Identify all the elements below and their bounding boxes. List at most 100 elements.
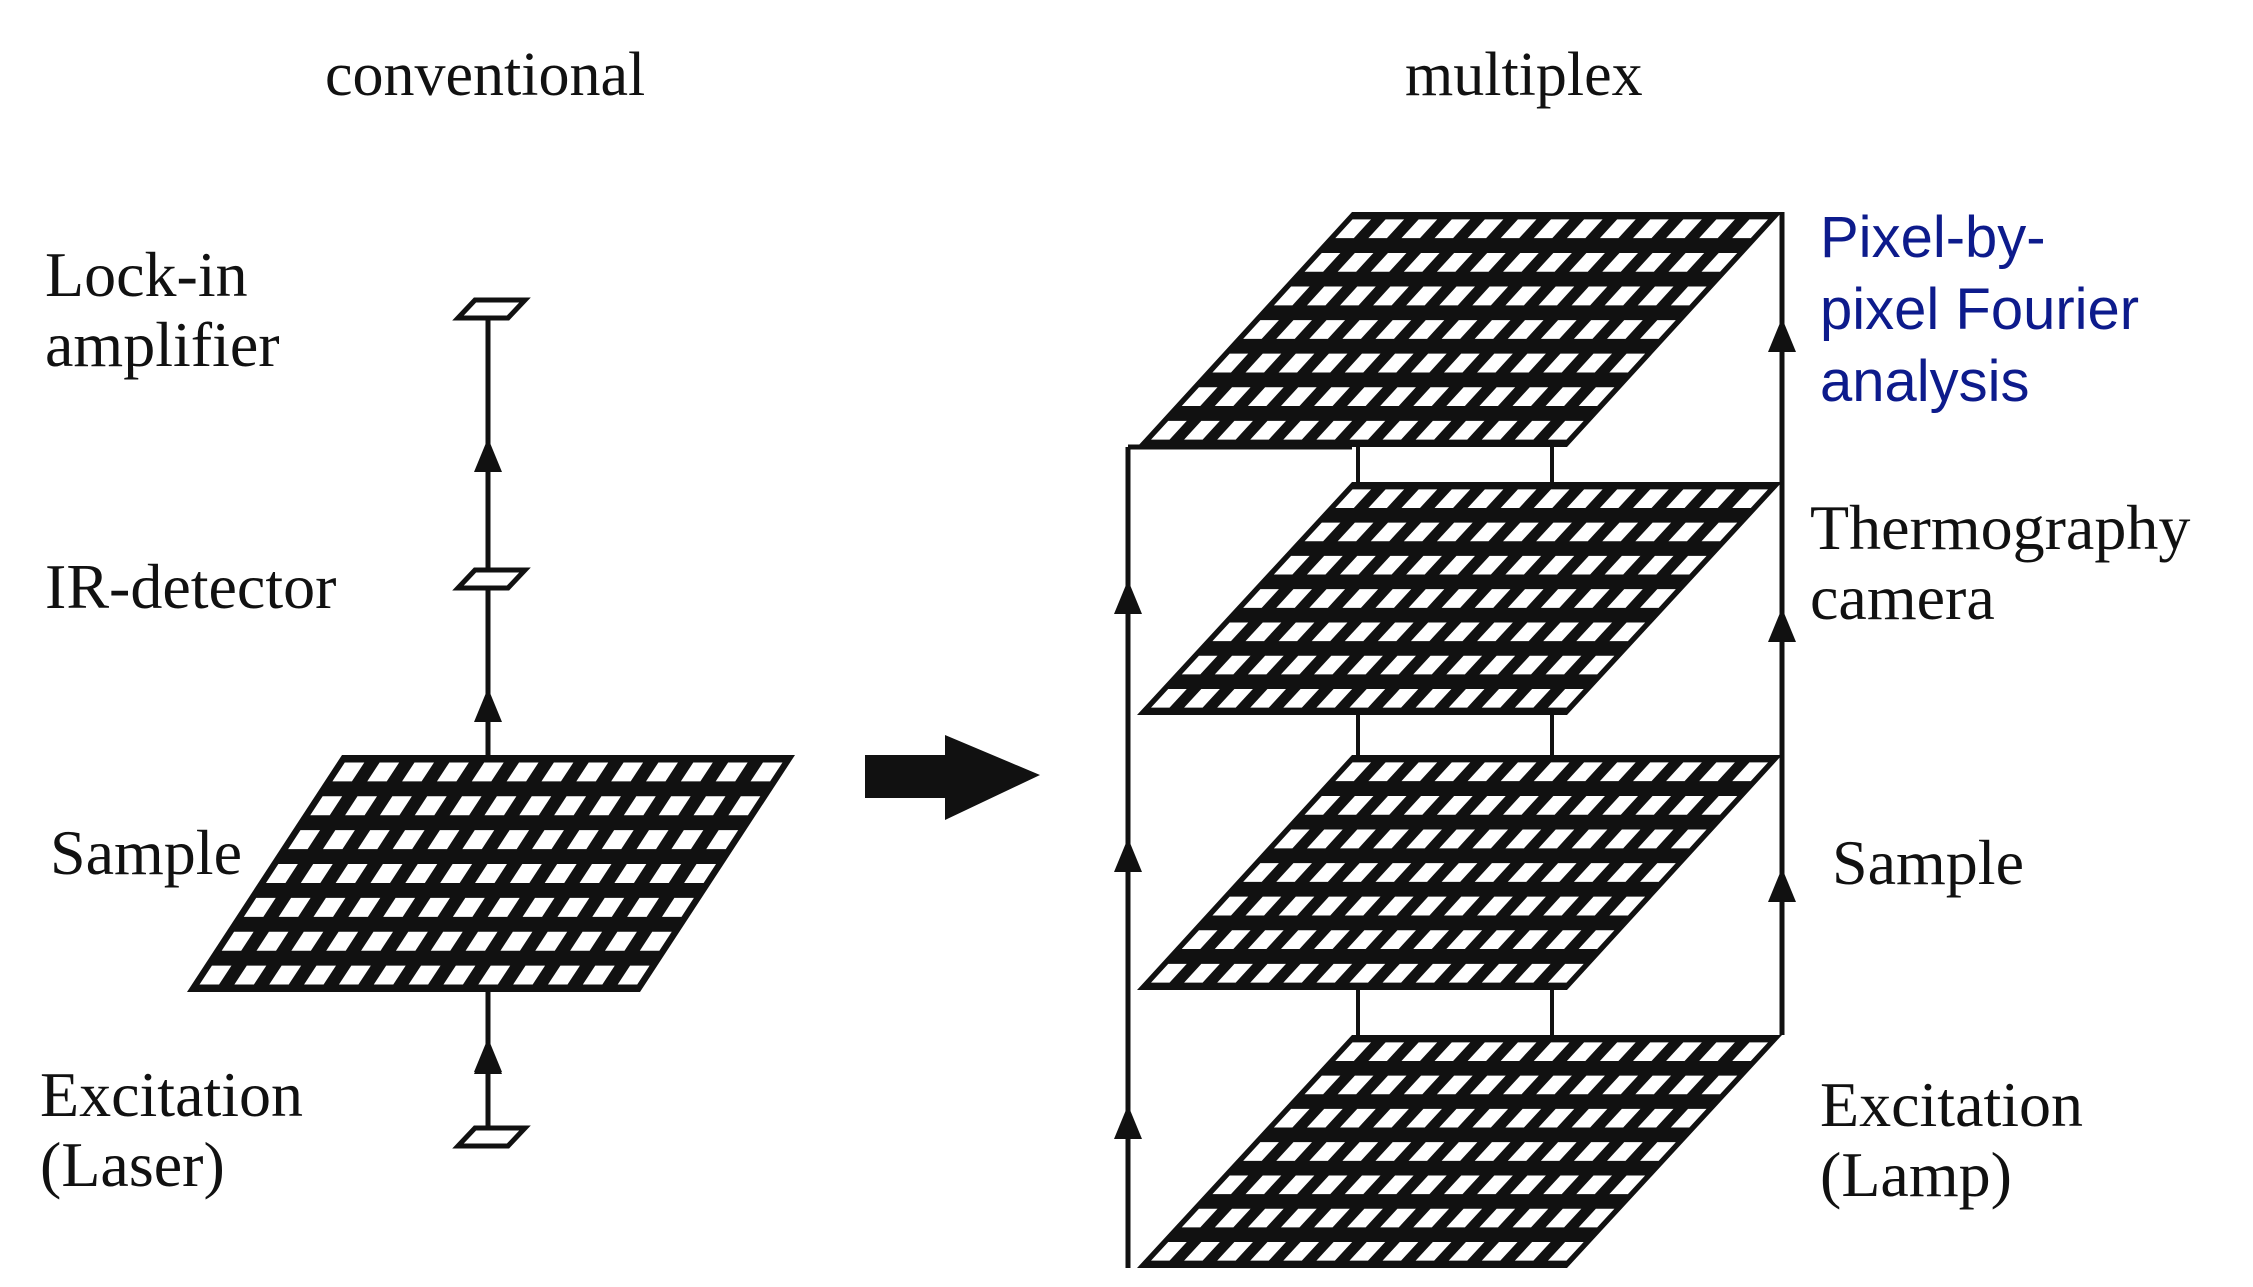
conventional-sample-grid-cell xyxy=(649,864,682,883)
multiplex-title: multiplex xyxy=(1405,41,1643,109)
sample-grid-cell xyxy=(1573,863,1610,882)
lockin-line-2: amplifier xyxy=(45,309,280,380)
camera-line-2: camera xyxy=(1810,562,1995,633)
conventional-sample-grid-cell xyxy=(383,897,416,917)
fourier-grid-cell xyxy=(1342,320,1379,339)
sample-grid-cell xyxy=(1640,863,1676,882)
lamp-excitation-label: Excitation (Lamp) xyxy=(1820,1070,2083,1210)
excitation-grid-cell xyxy=(1633,1042,1669,1061)
conventional-sample-grid-cell xyxy=(322,830,355,850)
camera-grid-cell xyxy=(1599,489,1636,508)
excitation-grid-cell xyxy=(1666,1042,1702,1061)
conventional-sample-grid-cell xyxy=(436,762,469,782)
stack-arrow-left-2 xyxy=(1114,838,1142,872)
conventional-sample-grid-cell xyxy=(395,931,428,951)
fourier-grid-cell xyxy=(1444,353,1480,373)
excitation-grid-cell xyxy=(1467,1042,1504,1061)
fourier-grid-cell xyxy=(1607,320,1643,339)
excitation-grid-cell xyxy=(1566,1042,1603,1061)
conventional-sample-grid-cell xyxy=(535,931,568,951)
camera-grid-cell xyxy=(1512,655,1549,675)
conventional-sample-grid-cell xyxy=(639,931,672,951)
sample-grid-cell xyxy=(1510,896,1546,916)
conventional-sample-grid-cell xyxy=(589,796,621,816)
lamp-line-2: (Lamp) xyxy=(1820,1139,2012,1210)
excitation-grid-cell xyxy=(1375,1142,1412,1161)
conventional-sample-grid-cell xyxy=(506,762,539,782)
sample-grid-cell xyxy=(1342,863,1379,882)
excitation-grid-cell xyxy=(1635,1075,1672,1095)
sample-grid-cell xyxy=(1415,963,1452,983)
fourier-grid-cell xyxy=(1344,353,1381,373)
excitation-grid-cell xyxy=(1309,1142,1346,1161)
conventional-sample-grid-cell xyxy=(566,830,599,850)
excitation-grid-cell xyxy=(1477,1175,1513,1195)
sample-grid-cell xyxy=(1304,795,1341,815)
fourier-grid-cell xyxy=(1609,353,1646,373)
sample-grid-cell xyxy=(1406,829,1442,849)
camera-grid-cell xyxy=(1276,589,1312,608)
conventional-sample-grid-cell xyxy=(582,965,615,985)
conventional-sample-grid-cell xyxy=(256,931,289,951)
fourier-grid-cell xyxy=(1507,320,1544,339)
conventional-sample-grid-cell xyxy=(471,762,504,782)
sample-grid-cell xyxy=(1699,762,1735,782)
sample-grid-cell xyxy=(1446,930,1483,950)
conventional-sample-grid-cell xyxy=(500,931,533,951)
camera-grid-cell xyxy=(1273,555,1310,575)
fourier-grid-cell xyxy=(1403,252,1440,272)
excitation-grid-cell xyxy=(1469,1075,1506,1095)
excitation-grid-cell xyxy=(1212,1175,1249,1195)
conventional-sample-grid-cell xyxy=(658,796,691,816)
transition-arrow xyxy=(865,735,1040,820)
fourier-grid-cell xyxy=(1503,252,1539,272)
sample-grid-cell xyxy=(1335,762,1372,782)
camera-grid-cell xyxy=(1403,522,1440,542)
excitation-grid-cell xyxy=(1547,1242,1584,1261)
sample-grid-cell xyxy=(1247,930,1284,950)
camera-grid-cell xyxy=(1732,489,1768,508)
sample-grid-cell xyxy=(1533,762,1570,782)
fourier-grid-cell xyxy=(1382,420,1419,440)
conventional-sample-grid-cell xyxy=(443,965,476,985)
camera-grid-cell xyxy=(1536,522,1572,542)
stack-arrow-left-1 xyxy=(1114,580,1142,614)
excitation-grid-cell xyxy=(1280,1208,1317,1228)
conventional-sample-grid-cell xyxy=(611,762,644,782)
camera-grid-cell xyxy=(1467,489,1504,508)
sample-grid-cell xyxy=(1701,795,1738,815)
fourier-grid-cell xyxy=(1401,219,1438,239)
conventional-arrow-2 xyxy=(474,688,502,722)
conventional-title: conventional xyxy=(325,41,646,109)
conventional-sample-grid-cell xyxy=(554,796,587,816)
excitation-grid-cell xyxy=(1602,1075,1639,1095)
conventional-sample-grid-cell xyxy=(715,762,748,782)
fourier-grid-cell xyxy=(1337,252,1374,272)
sample-grid-cell xyxy=(1507,863,1544,882)
fourier-grid-cell xyxy=(1214,387,1251,407)
sample-grid-cell xyxy=(1245,896,1282,916)
excitation-grid-cell xyxy=(1408,1142,1445,1161)
excitation-grid-cell xyxy=(1304,1075,1341,1095)
sample-grid-cell xyxy=(1481,963,1518,983)
conventional-sample-grid-cell xyxy=(728,796,761,816)
camera-grid-cell xyxy=(1408,589,1445,608)
excitation-grid-cell xyxy=(1538,1108,1575,1128)
fourier-grid-cell xyxy=(1571,286,1608,306)
sample-grid-cell xyxy=(1569,795,1605,815)
fourier-grid-cell xyxy=(1547,420,1584,440)
fourier-grid-cell xyxy=(1439,286,1475,306)
camera-grid-cell xyxy=(1151,689,1187,708)
excitation-grid xyxy=(1137,1035,1782,1268)
excitation-grid-cell xyxy=(1373,1108,1409,1128)
excitation-grid-cell xyxy=(1377,1175,1414,1195)
conventional-sample-grid-cell xyxy=(484,796,517,816)
camera-grid-cell xyxy=(1578,655,1615,675)
sample-grid-cell xyxy=(1566,762,1603,782)
camera-grid-cell xyxy=(1314,655,1350,675)
conventional-sample-grid-cell xyxy=(370,864,403,883)
camera-grid-cell xyxy=(1635,522,1672,542)
sample-grid-cell xyxy=(1151,963,1187,983)
camera-grid-cell xyxy=(1380,655,1416,675)
